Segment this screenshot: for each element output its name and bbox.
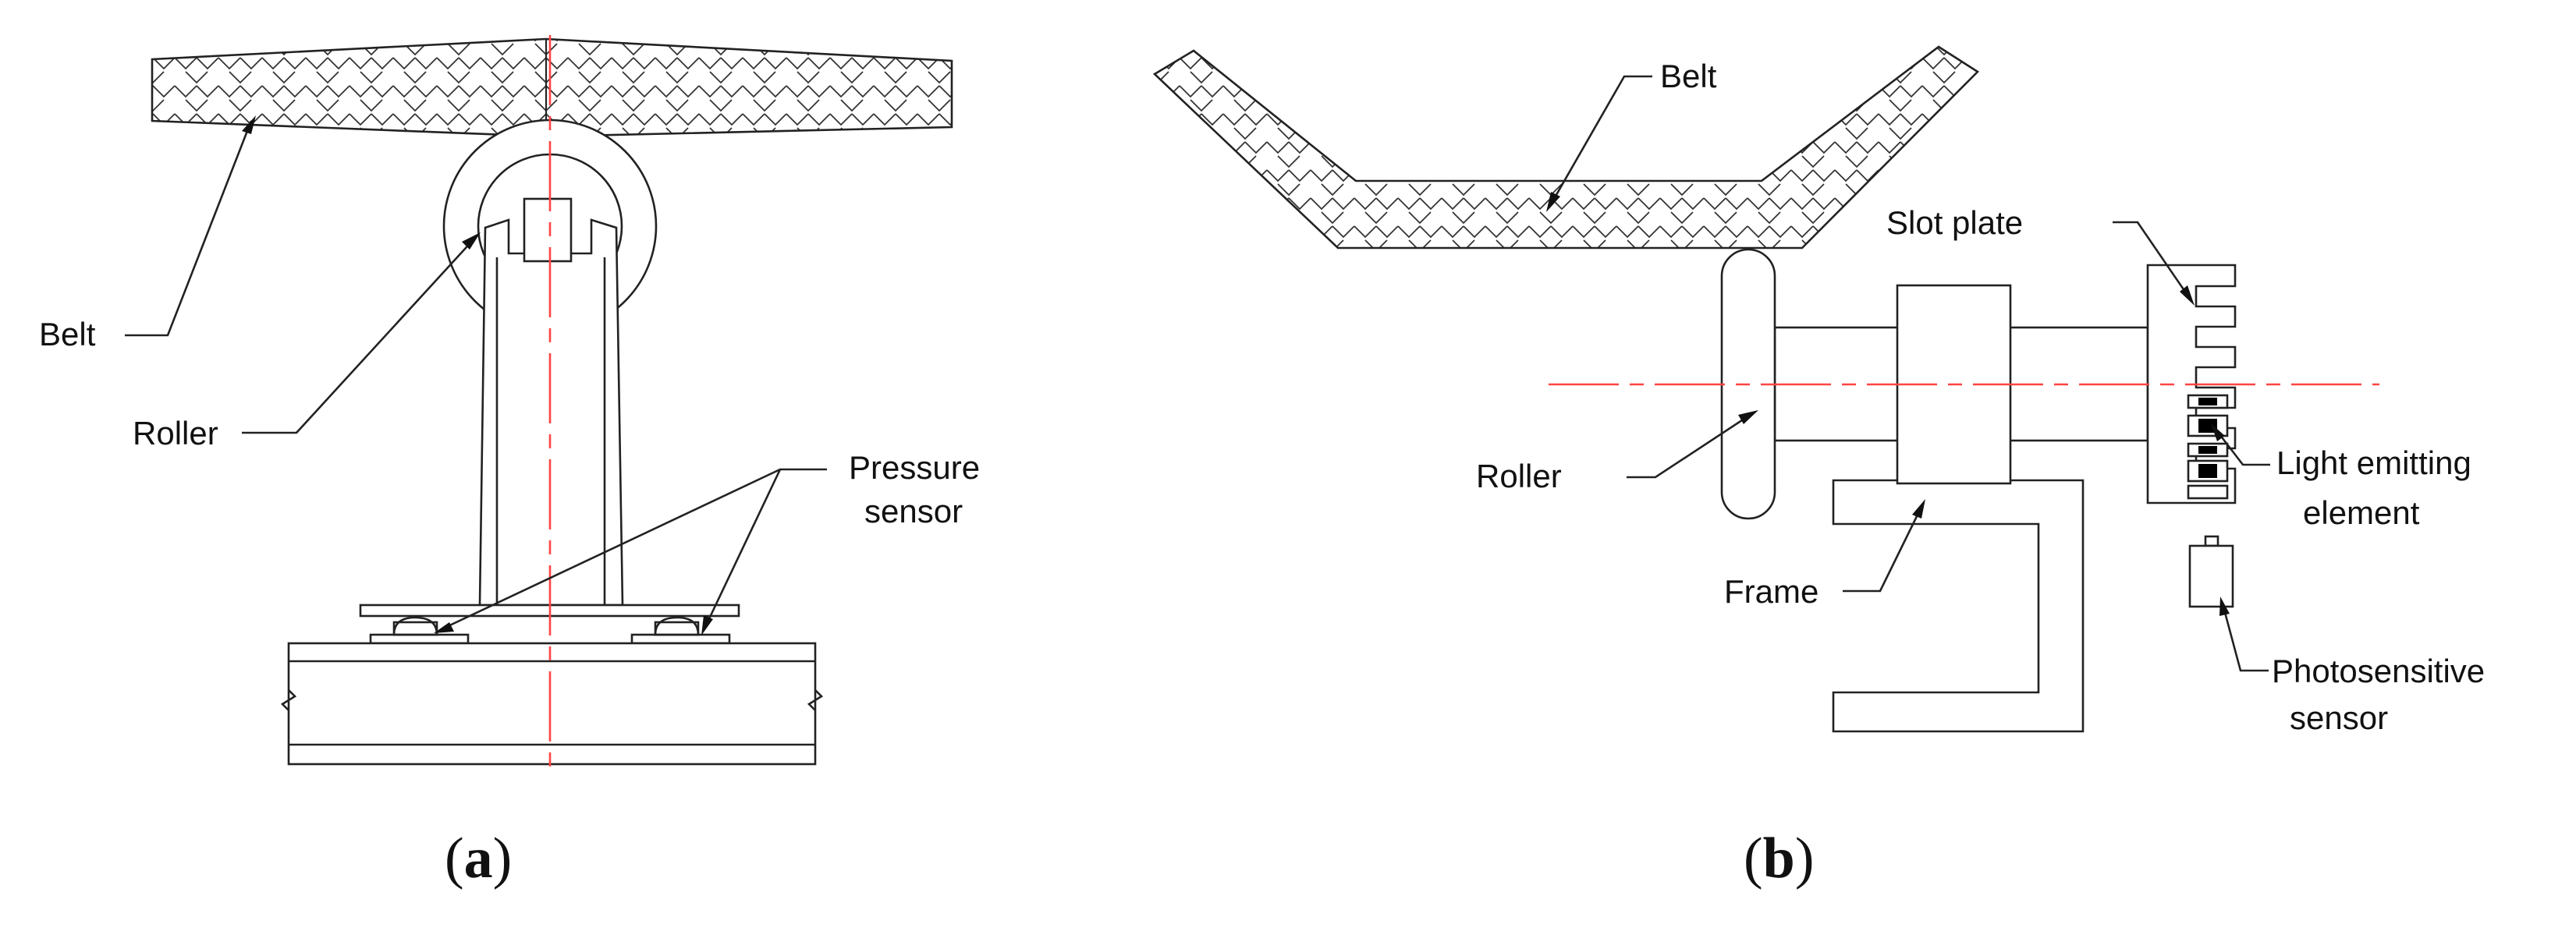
label-roller-b: Roller	[1476, 458, 1562, 494]
pressure-sensor-left	[369, 616, 470, 645]
label-roller-a: Roller	[133, 415, 218, 451]
panel-b: Belt Slot plate Roller Light emitting el…	[1152, 45, 2485, 890]
label-photosensitive-line1: Photosensitive	[2272, 653, 2485, 689]
label-belt-b: Belt	[1660, 58, 1717, 94]
roller-a-support	[478, 218, 624, 607]
leader-light-emitting	[2216, 430, 2270, 466]
roller-a-axle-block	[523, 197, 573, 263]
label-photosensitive-line2: sensor	[2290, 699, 2388, 736]
break-mark-right	[807, 689, 824, 711]
frame-b	[1832, 479, 2085, 733]
label-light-emitting-line1: Light emitting	[2276, 444, 2471, 481]
label-belt-a: Belt	[39, 316, 96, 352]
leader-belt-a	[125, 120, 253, 337]
label-light-emitting-line2: element	[2303, 494, 2420, 531]
label-slot-plate: Slot plate	[1886, 204, 2023, 241]
belt-b-shape	[1152, 45, 1980, 250]
caption-b: (b)	[1744, 827, 1814, 890]
photosensitive-sensor	[2188, 535, 2234, 608]
label-pressure-sensor-line2: sensor	[864, 493, 963, 529]
leader-pressure-right	[704, 469, 782, 626]
label-pressure-sensor-line1: Pressure	[849, 449, 980, 486]
light-emitting-elements	[2187, 394, 2229, 500]
leader-belt-b	[1549, 75, 1652, 205]
leader-photosensitive	[2222, 606, 2269, 672]
pressure-sensor-right	[630, 616, 731, 645]
leader-roller-b	[1627, 414, 1750, 479]
break-mark-left	[280, 689, 297, 711]
leader-roller-a	[242, 238, 475, 434]
leader-slot-plate	[2113, 221, 2190, 297]
label-frame-b: Frame	[1724, 573, 1818, 610]
leader-frame-b	[1843, 508, 1922, 593]
caption-a: (a)	[445, 827, 512, 890]
panel-a: Belt Roller Pressure sensor (a)	[39, 35, 980, 890]
